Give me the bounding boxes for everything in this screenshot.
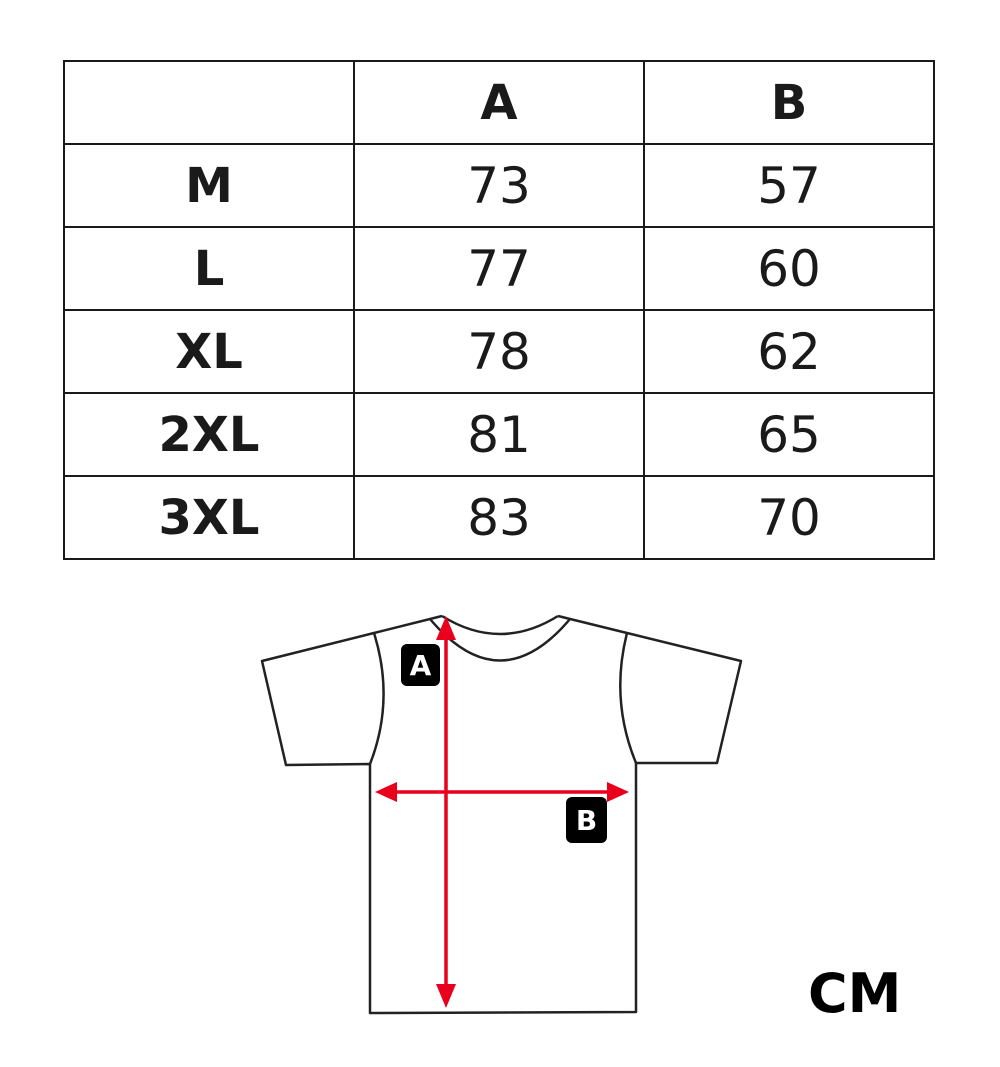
tshirt-outline [260,614,743,1015]
unit-label: CM [808,962,902,1025]
collar-inner [441,614,559,636]
header-a: A [353,60,645,145]
right-armhole [619,632,638,764]
b-cell: 65 [643,392,935,477]
size-cell: XL [63,309,355,394]
label-b-badge: B [566,797,607,843]
a-cell: 77 [353,226,645,311]
a-cell: 83 [353,475,645,560]
b-cell: 70 [643,475,935,560]
size-cell: 3XL [63,475,355,560]
header-b: B [643,60,935,145]
b-cell: 57 [643,143,935,228]
size-cell: M [63,143,355,228]
arrow-a [436,616,456,1008]
size-cell: L [63,226,355,311]
size-cell: 2XL [63,392,355,477]
a-cell: 73 [353,143,645,228]
header-empty [63,60,355,145]
a-cell: 78 [353,309,645,394]
a-cell: 81 [353,392,645,477]
arrow-b [375,782,629,802]
label-a-badge: A [401,644,440,686]
table-header-row: A B [63,60,935,145]
left-armhole [368,632,385,765]
b-cell: 62 [643,309,935,394]
b-cell: 60 [643,226,935,311]
